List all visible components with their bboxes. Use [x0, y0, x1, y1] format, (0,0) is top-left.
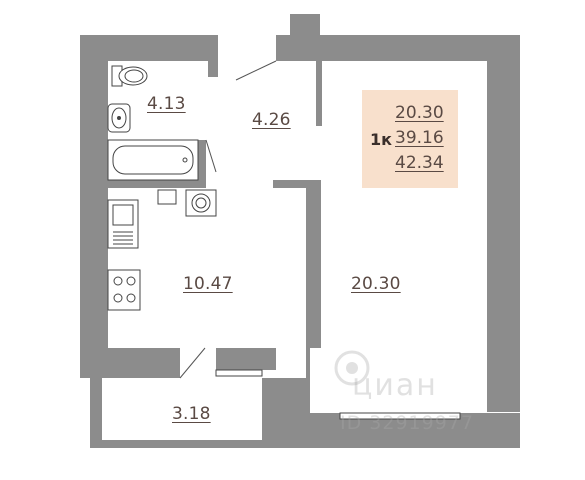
total-area-value: 39.16	[395, 128, 444, 148]
living-room-area-label: 20.30	[351, 274, 401, 294]
watermark-brand: циан	[352, 368, 438, 403]
walls	[80, 14, 520, 448]
kitchen-sink-icon	[107, 199, 139, 249]
boiler-icon	[157, 189, 177, 205]
area-with-balcony-value: 42.34	[395, 153, 444, 173]
watermark: циан ID 32919977	[330, 348, 530, 438]
sink-icon	[107, 103, 131, 133]
watermark-id: ID 32919977	[340, 412, 474, 434]
balcony-area-label: 3.18	[172, 404, 211, 424]
stove-icon	[107, 269, 141, 311]
toilet-icon	[111, 65, 148, 87]
cian-logo-icon	[334, 350, 370, 386]
bathtub-icon	[107, 139, 199, 181]
windows	[215, 369, 461, 420]
washing-machine-icon	[185, 189, 217, 217]
hallway-area-label: 4.26	[252, 110, 291, 130]
apartment-type-label: 1к	[370, 130, 392, 149]
kitchen-area-label: 10.47	[183, 274, 233, 294]
area-summary-box: 20.30 39.16 42.34	[362, 90, 458, 188]
door-swings	[179, 60, 277, 379]
bathroom-area-label: 4.13	[147, 94, 186, 114]
living-area-value: 20.30	[395, 103, 444, 123]
